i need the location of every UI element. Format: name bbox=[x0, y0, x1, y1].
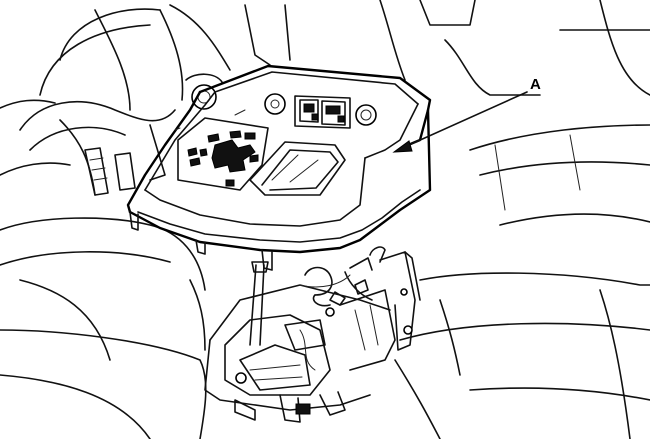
mounting-points bbox=[129, 211, 273, 271]
callout-a: A bbox=[392, 76, 541, 153]
console-panel-a bbox=[126, 64, 432, 254]
shift-lever bbox=[249, 261, 269, 346]
lower-dash-left bbox=[59, 119, 166, 196]
callout-label-a: A bbox=[530, 76, 541, 93]
seats bbox=[0, 217, 650, 439]
steering-wheel bbox=[0, 8, 184, 176]
shift-mechanism bbox=[204, 284, 396, 423]
dashboard bbox=[169, 0, 650, 226]
wiring-harness bbox=[299, 266, 369, 307]
